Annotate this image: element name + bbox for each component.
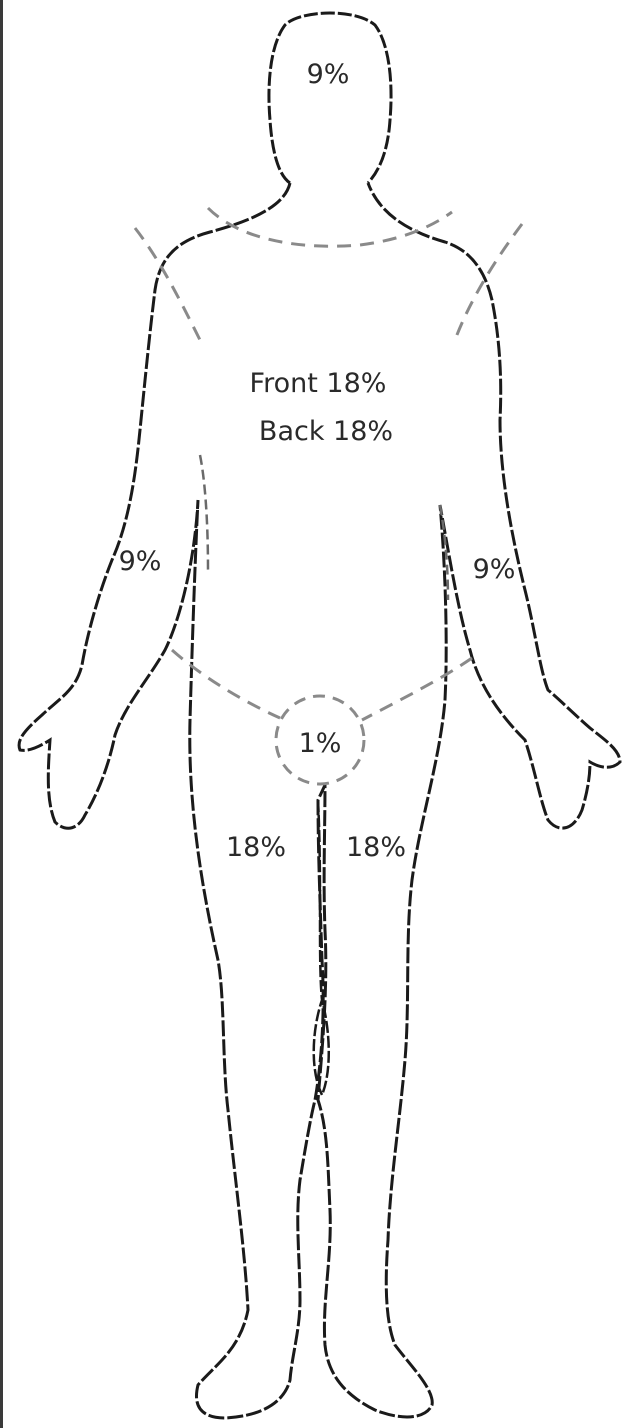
neck-boundary-dashed xyxy=(208,208,452,246)
torso-front-label: Front 18% xyxy=(250,368,387,399)
left-shoulder-boundary-dashed xyxy=(455,224,522,340)
left-leg-percentage-label: 18% xyxy=(346,832,406,863)
right-arm-percentage-label: 9% xyxy=(119,546,162,577)
right-leg-percentage-label: 18% xyxy=(226,832,286,863)
torso-back-label: Back 18% xyxy=(259,416,393,447)
left-hip-boundary-dashed xyxy=(362,658,472,720)
right-inner-arm-line xyxy=(200,455,208,570)
right-hip-boundary-dashed xyxy=(172,650,280,718)
head-outline xyxy=(269,13,391,183)
right-shoulder-boundary-dashed xyxy=(135,228,200,340)
groin-percentage-label: 1% xyxy=(299,728,342,759)
left-arm-percentage-label: 9% xyxy=(473,554,516,585)
head-percentage-label: 9% xyxy=(307,59,350,90)
